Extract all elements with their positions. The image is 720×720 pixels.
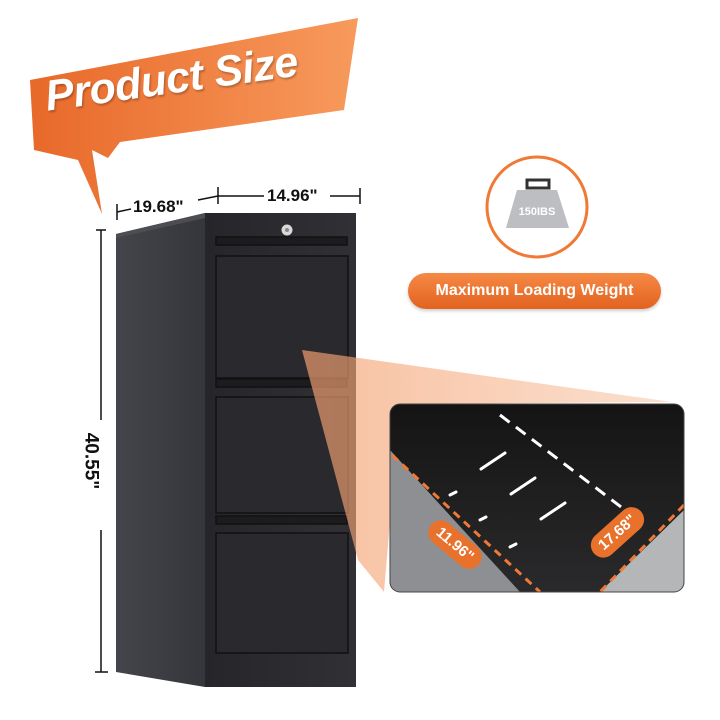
- height-label: 40.55": [80, 432, 102, 490]
- weight-icon: [506, 178, 569, 228]
- weight-badge: [485, 155, 589, 259]
- weight-value: 150IBS: [518, 206, 556, 218]
- depth-label: 19.68": [133, 197, 184, 216]
- filing-cabinet: [116, 213, 356, 687]
- width-label: 14.96": [267, 186, 318, 205]
- dimension-lines: [95, 187, 361, 673]
- product-size-banner: [30, 18, 358, 214]
- max-loading-weight-pill: Maximum Loading Weight: [408, 273, 661, 309]
- drawer-detail-image: [390, 404, 684, 592]
